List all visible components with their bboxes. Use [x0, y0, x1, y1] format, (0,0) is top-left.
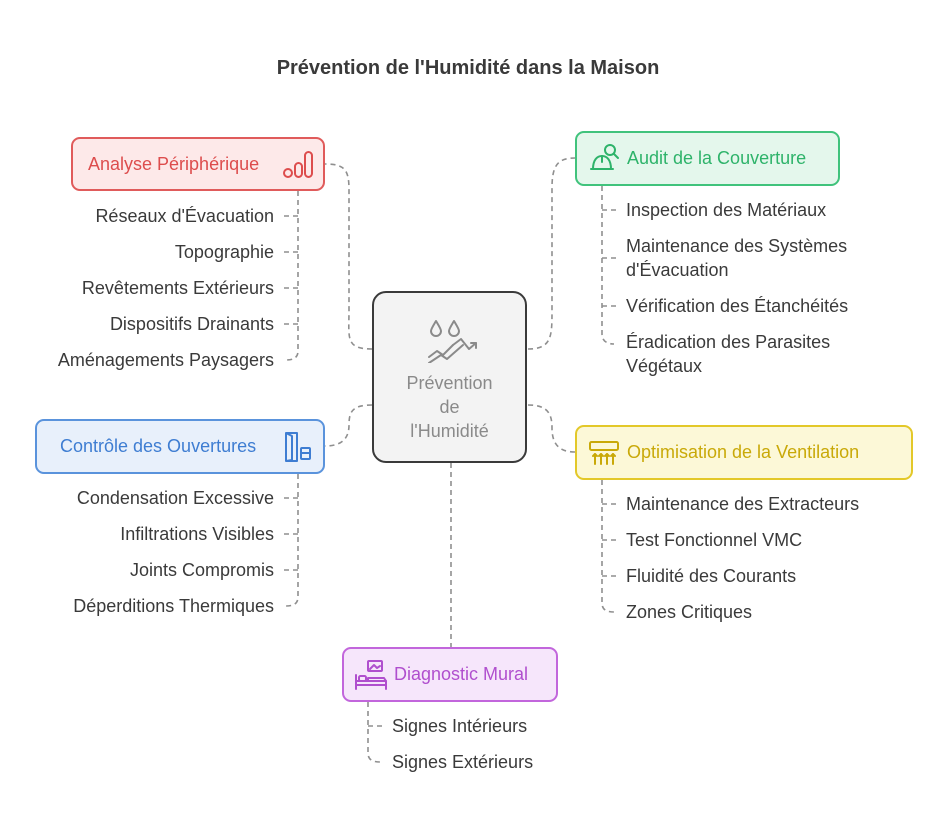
branch-analyse-peripherique: Analyse Périphérique: [71, 137, 325, 191]
door-window-icon: [285, 432, 311, 462]
item-maintenance-systemes-evacuation: Maintenance des Systèmes d'Évacuation: [626, 234, 847, 282]
branch-controle-ouvertures: Contrôle des Ouvertures: [35, 419, 325, 474]
item-signes-interieurs: Signes Intérieurs: [392, 716, 528, 736]
item-test-fonctionnel-vmc: Test Fonctionnel VMC: [626, 530, 803, 550]
diagram-title: Prévention de l'Humidité dans la Maison: [276, 57, 660, 79]
item-line-2: Végétaux: [626, 356, 703, 376]
branch-audit-couverture: Audit de la Couverture: [575, 131, 840, 186]
item-reseaux-evacuation: Réseaux d'Évacuation: [95, 206, 274, 226]
item-condensation-excessive: Condensation Excessive: [76, 488, 274, 508]
item-line-1: Éradication des Parasites: [626, 332, 831, 352]
bar-chart-icon: [283, 151, 313, 178]
branch-label: Analyse Périphérique: [88, 153, 260, 174]
branch-optimisation-ventilation: Optimisation de la Ventilation: [575, 425, 913, 480]
item-zones-critiques: Zones Critiques: [626, 602, 753, 622]
central-node: Prévention de l'Humidité: [372, 291, 527, 463]
item-line-2: d'Évacuation: [626, 260, 729, 280]
item-amenagements-paysagers: Aménagements Paysagers: [57, 350, 274, 370]
branch-label: Optimisation de la Ventilation: [627, 442, 860, 462]
item-joints-compromis: Joints Compromis: [129, 560, 274, 580]
item-fluidite-courants: Fluidité des Courants: [626, 566, 797, 586]
item-dispositifs-drainants: Dispositifs Drainants: [109, 314, 274, 334]
center-label-line-1: Prévention: [406, 373, 493, 393]
item-infiltrations-visibles: Infiltrations Visibles: [120, 524, 274, 544]
branch-label: Diagnostic Mural: [394, 664, 529, 684]
item-topographie: Topographie: [174, 242, 274, 262]
center-label-line-2: de: [439, 397, 460, 417]
bed-picture-icon: [355, 660, 387, 690]
item-deperditions-thermiques: Déperditions Thermiques: [73, 596, 274, 616]
branch-label: Contrôle des Ouvertures: [60, 436, 257, 456]
item-line-1: Maintenance des Systèmes: [626, 236, 848, 256]
branch-diagnostic-mural: Diagnostic Mural: [342, 647, 558, 702]
air-vent-icon: [589, 441, 619, 465]
item-maintenance-extracteurs: Maintenance des Extracteurs: [626, 494, 860, 514]
item-inspection-materiaux: Inspection des Matériaux: [626, 200, 827, 220]
hardhat-search-icon: [590, 144, 619, 170]
item-eradication-parasites: Éradication des Parasites Végétaux: [626, 330, 830, 378]
water-drops-trend-icon: [428, 320, 477, 363]
center-label-line-3: l'Humidité: [410, 421, 489, 441]
item-signes-exterieurs: Signes Extérieurs: [392, 752, 534, 772]
item-verification-etancheites: Vérification des Étanchéités: [626, 296, 849, 316]
branch-label: Audit de la Couverture: [627, 148, 807, 168]
item-revetements-exterieurs: Revêtements Extérieurs: [81, 278, 274, 298]
